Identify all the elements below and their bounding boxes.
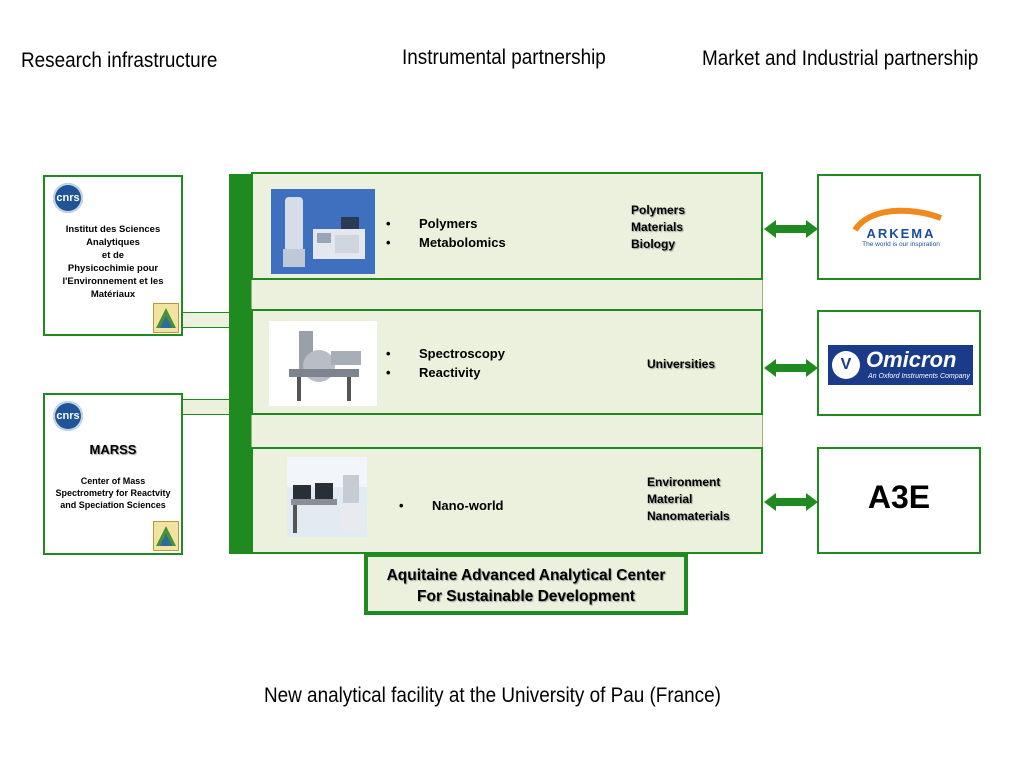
bullet-item: Metabolomics: [386, 233, 506, 252]
area-item: Materials: [631, 220, 684, 234]
bullet-item: Polymers: [386, 214, 506, 233]
area-item: Polymers: [631, 203, 686, 217]
isiem-line: Institut des Sciences: [65, 224, 161, 235]
omicron-name: Omicron: [866, 347, 957, 372]
center-name-line: For Sustainable Development: [417, 588, 635, 605]
marss-line: and Speciation Sciences: [60, 500, 166, 510]
double-arrow-icon: [764, 493, 818, 511]
row-bullets: Polymers Metabolomics: [386, 214, 506, 252]
omicron-logo: V Omicron An Oxford Instruments Company: [828, 345, 973, 385]
marss-box: cnrs MARSS Center of Mass Spectrometry f…: [43, 393, 183, 555]
header-research-infrastructure: Research infrastructure: [21, 49, 218, 72]
isiem-line: Physicochimie pour: [67, 263, 159, 274]
isiem-line: et de: [101, 250, 125, 261]
instrument-row: Polymers Metabolomics Polymers Materials…: [251, 172, 763, 280]
area-item: Biology: [631, 237, 675, 251]
instrument-row: Nano-world Environment Material Nanomate…: [251, 447, 763, 554]
xps-instrument-photo: [269, 321, 377, 406]
center-name-line: Aquitaine Advanced Analytical Center: [386, 567, 666, 584]
connector-isiem: [182, 312, 232, 328]
center-name: Aquitaine Advanced Analytical Center For…: [368, 565, 684, 607]
row-bullets: Spectroscopy Reactivity: [386, 344, 505, 382]
arkema-name: ARKEMA: [866, 226, 936, 241]
cnrs-logo-icon: cnrs: [53, 183, 83, 213]
isiem-box: cnrs Institut des Sciences Analytiques e…: [43, 175, 183, 336]
partner-a3e: A3E: [817, 447, 981, 554]
central-spine: [229, 174, 251, 554]
partner-omicron: V Omicron An Oxford Instruments Company: [817, 310, 981, 416]
arkema-logo-icon: [852, 207, 943, 232]
marss-title: MARSS: [89, 442, 137, 457]
isiem-line: l'Environnement et les: [62, 276, 164, 287]
bullet-item: Reactivity: [386, 363, 505, 382]
row-application-areas: Universities: [647, 356, 715, 373]
row-gap: [251, 279, 763, 310]
marss-line: Center of Mass: [80, 476, 146, 486]
isiem-line: Matériaux: [90, 289, 136, 300]
row-application-areas: Environment Material Nanomaterials: [647, 474, 730, 525]
electron-microscope-photo: [287, 457, 367, 537]
university-seal-icon: [153, 521, 179, 551]
double-arrow-icon: [764, 359, 818, 377]
header-instrumental-partnership: Instrumental partnership: [402, 46, 606, 69]
partner-arkema: ARKEMA The world is our inspiration: [817, 174, 981, 280]
instrument-row: Spectroscopy Reactivity Universities: [251, 309, 763, 415]
bullet-item: Nano-world: [399, 496, 504, 515]
header-market-industrial-partnership: Market and Industrial partnership: [702, 47, 979, 70]
omicron-tagline: An Oxford Instruments Company: [868, 373, 970, 380]
area-item: Environment: [647, 475, 721, 489]
row-bullets: Nano-world: [399, 496, 504, 515]
arkema-tagline: The world is our inspiration: [862, 241, 940, 248]
area-item: Material: [647, 492, 693, 506]
nmr-spectrometer-photo: [271, 189, 375, 274]
isiem-line: Analytiques: [86, 237, 140, 248]
university-seal-icon: [153, 303, 179, 333]
cnrs-logo-icon: cnrs: [53, 401, 83, 431]
isiem-label: Institut des Sciences Analytiques et de …: [49, 223, 177, 301]
omicron-emblem-icon: V: [832, 351, 860, 379]
connector-marss: [182, 399, 232, 415]
a3e-label: A3E: [867, 479, 931, 515]
marss-label: Center of Mass Spectrometry for Reactvit…: [49, 475, 177, 511]
bullet-item: Spectroscopy: [386, 344, 505, 363]
row-application-areas: Polymers Materials Biology: [631, 202, 685, 253]
footer-caption: New analytical facility at the Universit…: [264, 684, 721, 707]
center-name-box: Aquitaine Advanced Analytical Center For…: [364, 553, 688, 615]
double-arrow-icon: [764, 220, 818, 238]
row-gap: [251, 414, 763, 448]
area-item: Universities: [647, 357, 716, 371]
area-item: Nanomaterials: [647, 509, 730, 523]
marss-line: Spectrometry for Reactvity: [55, 488, 171, 498]
